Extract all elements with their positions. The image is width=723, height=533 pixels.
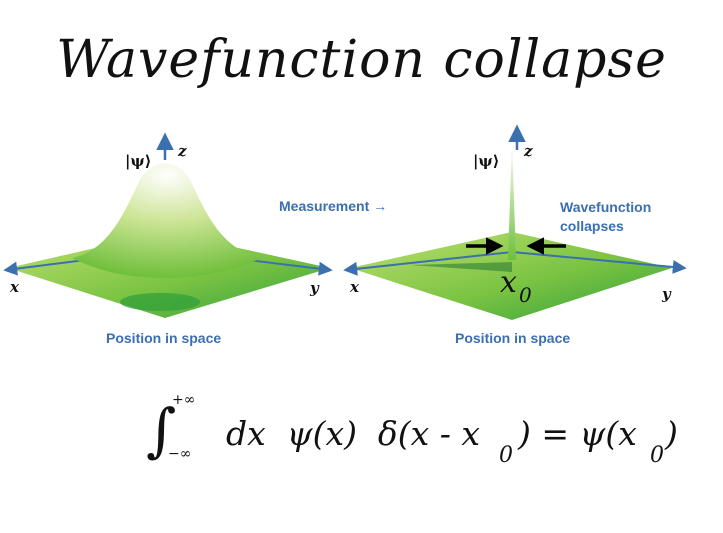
right-x-label: x [349,278,360,296]
left-panel: |ψ⟩ z x y Position in space [3,132,333,346]
left-psi-label: |ψ⟩ [125,152,151,170]
collapse-label-line1: Wavefunction [560,199,651,215]
right-psi-label: |ψ⟩ [473,152,499,170]
right-panel: |ψ⟩ z x y x 0 Wavefunction collapses Pos… [343,124,687,346]
right-z-label: z [523,142,533,160]
integral-lower-limit: −∞ [168,446,191,462]
x0-subscript: 0 [519,283,532,307]
equation-sub2: 0 [650,443,664,468]
left-y-label: y [309,279,320,297]
right-caption: Position in space [455,330,570,346]
right-x-axis [343,251,513,276]
delta-spike [508,140,516,260]
integral-upper-limit: +∞ [172,392,195,408]
left-caption: Position in space [106,330,221,346]
equation-mid: ) = ψ(x [517,414,637,453]
right-plane [350,232,672,320]
equation-sub1: 0 [499,443,513,468]
left-z-label: z [177,142,187,160]
right-plane-shadow [410,262,512,272]
equation-end: ) [664,414,678,453]
right-y-label: y [661,285,672,303]
collapse-label-line2: collapses [560,218,624,234]
equation: ∫ +∞ −∞ dx ψ(x) δ(x - x 0 ) = ψ(x 0 ) [146,392,678,468]
integral-sign: ∫ [146,396,176,464]
left-plane-shadow [120,293,200,311]
page-title: Wavefunction collapse [56,30,667,90]
x0-label: x [500,265,517,300]
gaussian-surface [72,163,262,278]
left-x-label: x [9,278,20,296]
equation-body: dx ψ(x) δ(x - x [226,414,480,453]
measurement-label: Measurement → [279,198,387,214]
